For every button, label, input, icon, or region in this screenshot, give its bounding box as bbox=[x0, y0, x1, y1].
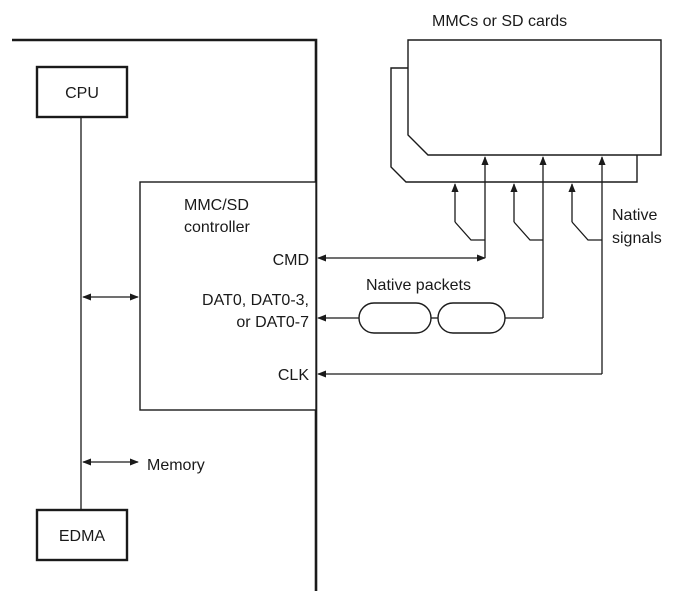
cmd-signal bbox=[317, 156, 489, 262]
native-signals-label-line1: Native bbox=[612, 207, 657, 224]
mmc-sd-controller-block: MMC/SD controller CMD DAT0, DAT0-3, or D… bbox=[139, 181, 317, 411]
edma-label: EDMA bbox=[59, 528, 106, 545]
mmc-sd-card-front bbox=[407, 39, 662, 156]
pin-cmd-label: CMD bbox=[273, 252, 309, 269]
clk-signal bbox=[317, 156, 606, 378]
native-packets-label: Native packets bbox=[366, 277, 471, 294]
cpu-label: CPU bbox=[65, 85, 99, 102]
controller-title-line2: controller bbox=[184, 219, 250, 236]
native-signals-label-line2: signals bbox=[612, 230, 662, 247]
pin-dat-label-line2: or DAT0-7 bbox=[236, 314, 309, 331]
cpu-block: CPU bbox=[35, 65, 129, 119]
cards-label: MMCs or SD cards bbox=[432, 13, 567, 30]
controller-title-line1: MMC/SD bbox=[184, 197, 249, 214]
native-packets: Native packets bbox=[358, 277, 506, 334]
pin-dat-label-line1: DAT0, DAT0-3, bbox=[202, 292, 309, 309]
memory-label: Memory bbox=[147, 457, 205, 474]
packet-capsule-1 bbox=[358, 302, 432, 334]
packet-capsule-2 bbox=[437, 302, 506, 334]
edma-block: EDMA bbox=[35, 508, 129, 562]
pin-clk-label: CLK bbox=[278, 367, 309, 384]
